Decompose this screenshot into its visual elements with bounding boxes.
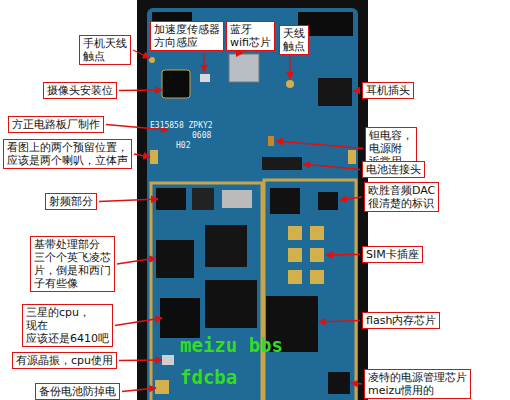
battery-connector [262,157,302,170]
callout-box: 电池连接头 [362,161,425,178]
callout-text: 备份电池防掉电 [39,385,116,398]
backup-battery [155,380,169,394]
capacitor [268,136,274,146]
leader-line [326,254,360,256]
leader-line [276,141,363,149]
callout-text: 三星的cpu，现在 应该还是6410吧 [26,306,109,345]
chip [270,188,300,214]
callout-box: 耳机插头 [362,82,414,99]
callout-text: 电池连接头 [366,163,421,176]
baseband-chip [205,225,247,267]
leader-line [353,90,360,92]
rf-chip [192,188,214,210]
shield-frame [264,180,356,400]
callout-box: 方正电路板厂制作 [8,116,104,133]
callout-text: SIM卡插座 [366,248,419,261]
baseband-chip [205,280,257,328]
callout-text: 射频部分 [49,195,93,208]
callout-box: flash内存芯片 [362,312,440,329]
callout-text: 看图上的两个预留位置， 应该是两个喇叭，立体声 [7,141,128,167]
board-label: E315858 ZPKY2 [150,121,213,130]
board-label: 0608 [192,131,211,140]
antenna-contact [286,80,294,88]
callout-text: 基带处理部分 三个个英飞凌芯 片，倒是和西门 子有些像 [34,238,111,290]
callout-box: 基带处理部分 三个个英飞凌芯 片，倒是和西门 子有些像 [30,236,115,292]
baseband-chip [156,240,194,278]
rf-chip [156,188,186,210]
callout-text: 耳机插头 [366,84,410,97]
callout-text: 凌特的电源管理芯片 meizu惯用的 [368,371,467,397]
callout-box: 看图上的两个预留位置， 应该是两个喇叭，立体声 [3,139,132,169]
leader-line [203,53,204,72]
board-label: H02 [176,141,190,150]
oscillator [162,355,174,365]
callout-text: 蓝牙 wifi芯片 [230,23,271,49]
shield-frame [151,183,262,400]
callout-box: 手机天线 触点 [79,35,131,65]
leader-line [99,199,158,202]
callout-box: 凌特的电源管理芯片 meizu惯用的 [364,369,471,399]
leader-line [351,383,362,384]
leader-line [115,318,162,326]
jack [318,78,352,106]
callout-box: 有源晶振，cpu使用 [12,352,117,369]
speaker-pad [150,150,158,164]
callout-box: 加速度传感器 方向感应 [150,21,224,51]
bt-chip [229,54,259,82]
leader-line [303,164,360,170]
pcb [147,8,358,400]
callout-box: 欧胜音频DAC 很清楚的标识 [364,182,439,212]
cpu-chip [160,298,200,338]
speaker-pad [348,150,356,164]
callout-text: 加速度传感器 方向感应 [154,23,220,49]
leader-line [119,359,162,361]
callout-text: 有源晶振，cpu使用 [16,354,113,367]
callout-box: 射频部分 [45,193,97,210]
watermark: fdcba [180,366,237,388]
leader-line [134,154,150,157]
callout-box: 摄像头安装位 [43,82,117,99]
leader-line [133,50,150,58]
camera-pad [162,70,190,98]
callout-text: 欧胜音频DAC 很清楚的标识 [368,184,435,210]
leader-line [119,89,162,91]
callout-box: SIM卡插座 [362,246,423,263]
callout-box: 蓝牙 wifi芯片 [226,21,275,51]
sensor-chip [200,74,210,82]
callout-text: 天线 触点 [283,27,305,53]
callout-text: 手机天线 触点 [83,37,127,63]
rf-part [222,190,252,208]
leader-line [122,388,156,392]
leader-line [340,197,362,200]
pmic-chip [328,372,350,394]
callout-box: 三星的cpu，现在 应该还是6410吧 [22,304,113,347]
callout-box: 天线 触点 [279,25,309,55]
watermark: meizu bbs [180,334,283,356]
leader-line [117,258,156,264]
callout-box: 备份电池防掉电 [35,383,120,400]
callout-text: flash内存芯片 [366,314,436,327]
leader-line [319,321,360,323]
callout-text: 摄像头安装位 [47,84,113,97]
phone-body [137,0,368,400]
sim-contacts [288,226,324,284]
callout-text: 方正电路板厂制作 [12,118,100,131]
dac-chip [318,192,338,210]
leader-line [289,57,290,79]
